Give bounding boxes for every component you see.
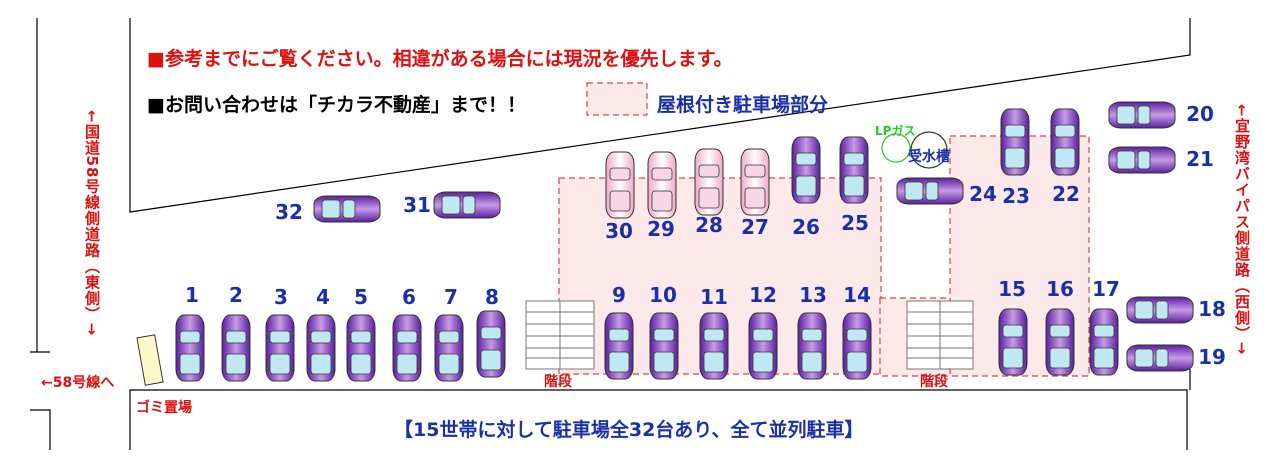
space-number-28: 28 <box>695 213 723 237</box>
notice-contact: ■お問い合わせは「チカラ不動産」まで！！ <box>147 94 526 116</box>
space-number-9: 9 <box>612 283 626 307</box>
space-number-11: 11 <box>700 285 728 309</box>
car-space-30 <box>605 151 635 219</box>
water-tank <box>910 131 948 169</box>
car-space-3 <box>265 314 295 382</box>
car-space-8 <box>476 310 506 378</box>
car-space-11 <box>699 312 729 380</box>
water-tank-label: 受水槽 <box>908 149 950 165</box>
space-number-21: 21 <box>1186 147 1214 171</box>
car-space-26 <box>791 136 821 204</box>
garbage-area <box>136 334 164 386</box>
space-number-3: 3 <box>274 285 288 309</box>
space-number-22: 22 <box>1052 182 1080 206</box>
space-number-26: 26 <box>792 215 820 239</box>
space-number-30: 30 <box>605 219 633 243</box>
car-space-14 <box>842 312 872 380</box>
space-number-32: 32 <box>275 200 303 224</box>
site-boundary <box>30 18 1191 450</box>
space-number-27: 27 <box>741 215 769 239</box>
lp-gas-label: LPガス <box>875 124 916 138</box>
space-number-15: 15 <box>998 277 1026 301</box>
parked-cars <box>175 101 1194 382</box>
car-space-24 <box>896 177 964 205</box>
stairs-label-left: 階段 <box>544 374 572 390</box>
notice-reference: ■参考までにご覧ください。相違がある場合には現況を優先します。 <box>147 48 733 70</box>
car-space-22 <box>1050 108 1080 176</box>
car-space-15 <box>998 308 1028 376</box>
stairs-label-right: 階段 <box>920 374 948 390</box>
car-space-20 <box>1108 101 1176 129</box>
space-number-20: 20 <box>1186 102 1214 126</box>
road-label-west: ←宜野湾バイパス側道路（西側）→ <box>1233 104 1251 356</box>
car-space-5 <box>346 314 376 382</box>
car-space-1 <box>175 314 205 382</box>
car-space-12 <box>748 312 778 380</box>
space-number-23: 23 <box>1002 184 1030 208</box>
car-space-19 <box>1126 344 1194 372</box>
space-number-12: 12 <box>749 283 777 307</box>
space-number-5: 5 <box>354 285 368 309</box>
space-number-8: 8 <box>485 285 499 309</box>
car-space-23 <box>1000 108 1030 176</box>
space-number-13: 13 <box>799 283 827 307</box>
space-number-6: 6 <box>402 285 416 309</box>
footer-summary: 【15世帯に対して駐車場全32台あり、全て並列駐車】 <box>394 419 864 441</box>
space-number-19: 19 <box>1198 345 1226 369</box>
car-space-28 <box>694 148 724 216</box>
space-number-17: 17 <box>1092 277 1120 301</box>
car-space-10 <box>649 312 679 380</box>
car-space-18 <box>1126 296 1194 324</box>
road-label-east: ←国道58号線側道路（東側）→ <box>83 110 101 337</box>
space-number-7: 7 <box>444 285 458 309</box>
legend-swatch <box>586 82 648 116</box>
space-number-1: 1 <box>185 283 199 307</box>
car-space-7 <box>434 314 464 382</box>
space-number-24: 24 <box>969 182 997 206</box>
car-space-29 <box>647 151 677 219</box>
staircase-left <box>525 300 595 370</box>
space-number-31: 31 <box>403 193 431 217</box>
car-space-27 <box>740 148 770 216</box>
car-space-31 <box>433 191 501 219</box>
car-space-9 <box>604 312 634 380</box>
car-space-25 <box>839 136 869 204</box>
car-space-6 <box>392 314 422 382</box>
garbage-label: ゴミ置場 <box>136 400 192 416</box>
car-space-21 <box>1108 146 1176 174</box>
car-space-32 <box>313 195 381 223</box>
car-space-17 <box>1089 308 1119 376</box>
space-number-2: 2 <box>229 283 243 307</box>
car-space-13 <box>797 312 827 380</box>
space-number-16: 16 <box>1046 277 1074 301</box>
space-number-29: 29 <box>647 217 675 241</box>
space-number-14: 14 <box>843 283 871 307</box>
staircase-right <box>906 300 974 370</box>
lp-gas-tank <box>881 133 911 163</box>
car-space-2 <box>221 314 251 382</box>
space-number-25: 25 <box>841 211 869 235</box>
space-number-10: 10 <box>649 283 677 307</box>
space-number-4: 4 <box>316 285 330 309</box>
car-space-16 <box>1045 308 1075 376</box>
road-label-route58: ←58号線へ <box>41 375 115 391</box>
car-space-4 <box>306 314 336 382</box>
legend-covered-label: 屋根付き駐車場部分 <box>657 94 829 116</box>
space-number-18: 18 <box>1198 297 1226 321</box>
